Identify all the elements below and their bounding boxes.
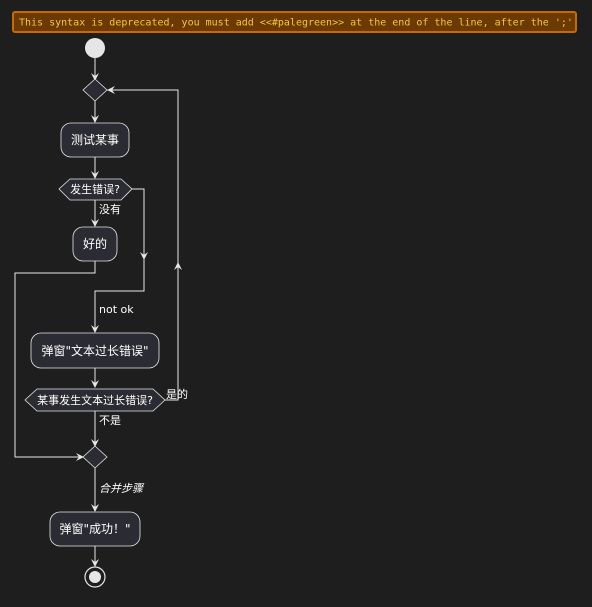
activity-good-label: 好的 (83, 236, 107, 251)
arrow-head (91, 380, 99, 388)
condition-text-too-long (24, 388, 166, 412)
arrow-head (91, 439, 99, 447)
start-node (85, 38, 105, 58)
end-node (84, 566, 106, 588)
deprecation-warning: This syntax is deprecated, you must add … (12, 11, 577, 33)
arrow-head (140, 252, 148, 260)
merge-diamond (82, 445, 108, 469)
arrow-head (91, 219, 99, 227)
edge-label-no: 没有 (99, 202, 121, 216)
arrow-head (91, 325, 99, 333)
arrow-head (91, 504, 99, 512)
loop-merge-diamond (82, 78, 108, 102)
edge-label-yes: 是的 (166, 387, 188, 401)
edge-label-merge-step: 合并步骤 (99, 482, 145, 495)
arrow-head (91, 171, 99, 179)
arrow-head (107, 86, 115, 94)
edge-condition-yes-branch (132, 188, 145, 258)
activity-test-something-label: 测试某事 (71, 132, 119, 147)
warning-box (12, 11, 577, 33)
warning-text: This syntax is deprecated, you must add … (19, 18, 573, 29)
edge-to-popup-error (94, 258, 145, 331)
condition-error-occurred-label: 发生错误? (70, 182, 120, 196)
arrow-head (91, 559, 99, 567)
activity-popup-success-label: 弹窗"成功！" (59, 522, 130, 536)
condition-text-too-long-label: 某事发生文本过长错误? (37, 393, 153, 407)
edge-good-to-merge (14, 261, 96, 458)
edge-label-not: 不是 (99, 414, 121, 427)
edge-label-not-ok: not ok (99, 303, 134, 316)
arrow-head (91, 115, 99, 123)
arrow-head (91, 73, 99, 81)
activity-popup-text-too-long-label: 弹窗"文本过长错误" (41, 343, 148, 358)
edge-loop-back (107, 89, 179, 401)
arrow-head (76, 453, 84, 461)
condition-error-occurred (58, 178, 133, 201)
arrow-head (174, 262, 182, 270)
